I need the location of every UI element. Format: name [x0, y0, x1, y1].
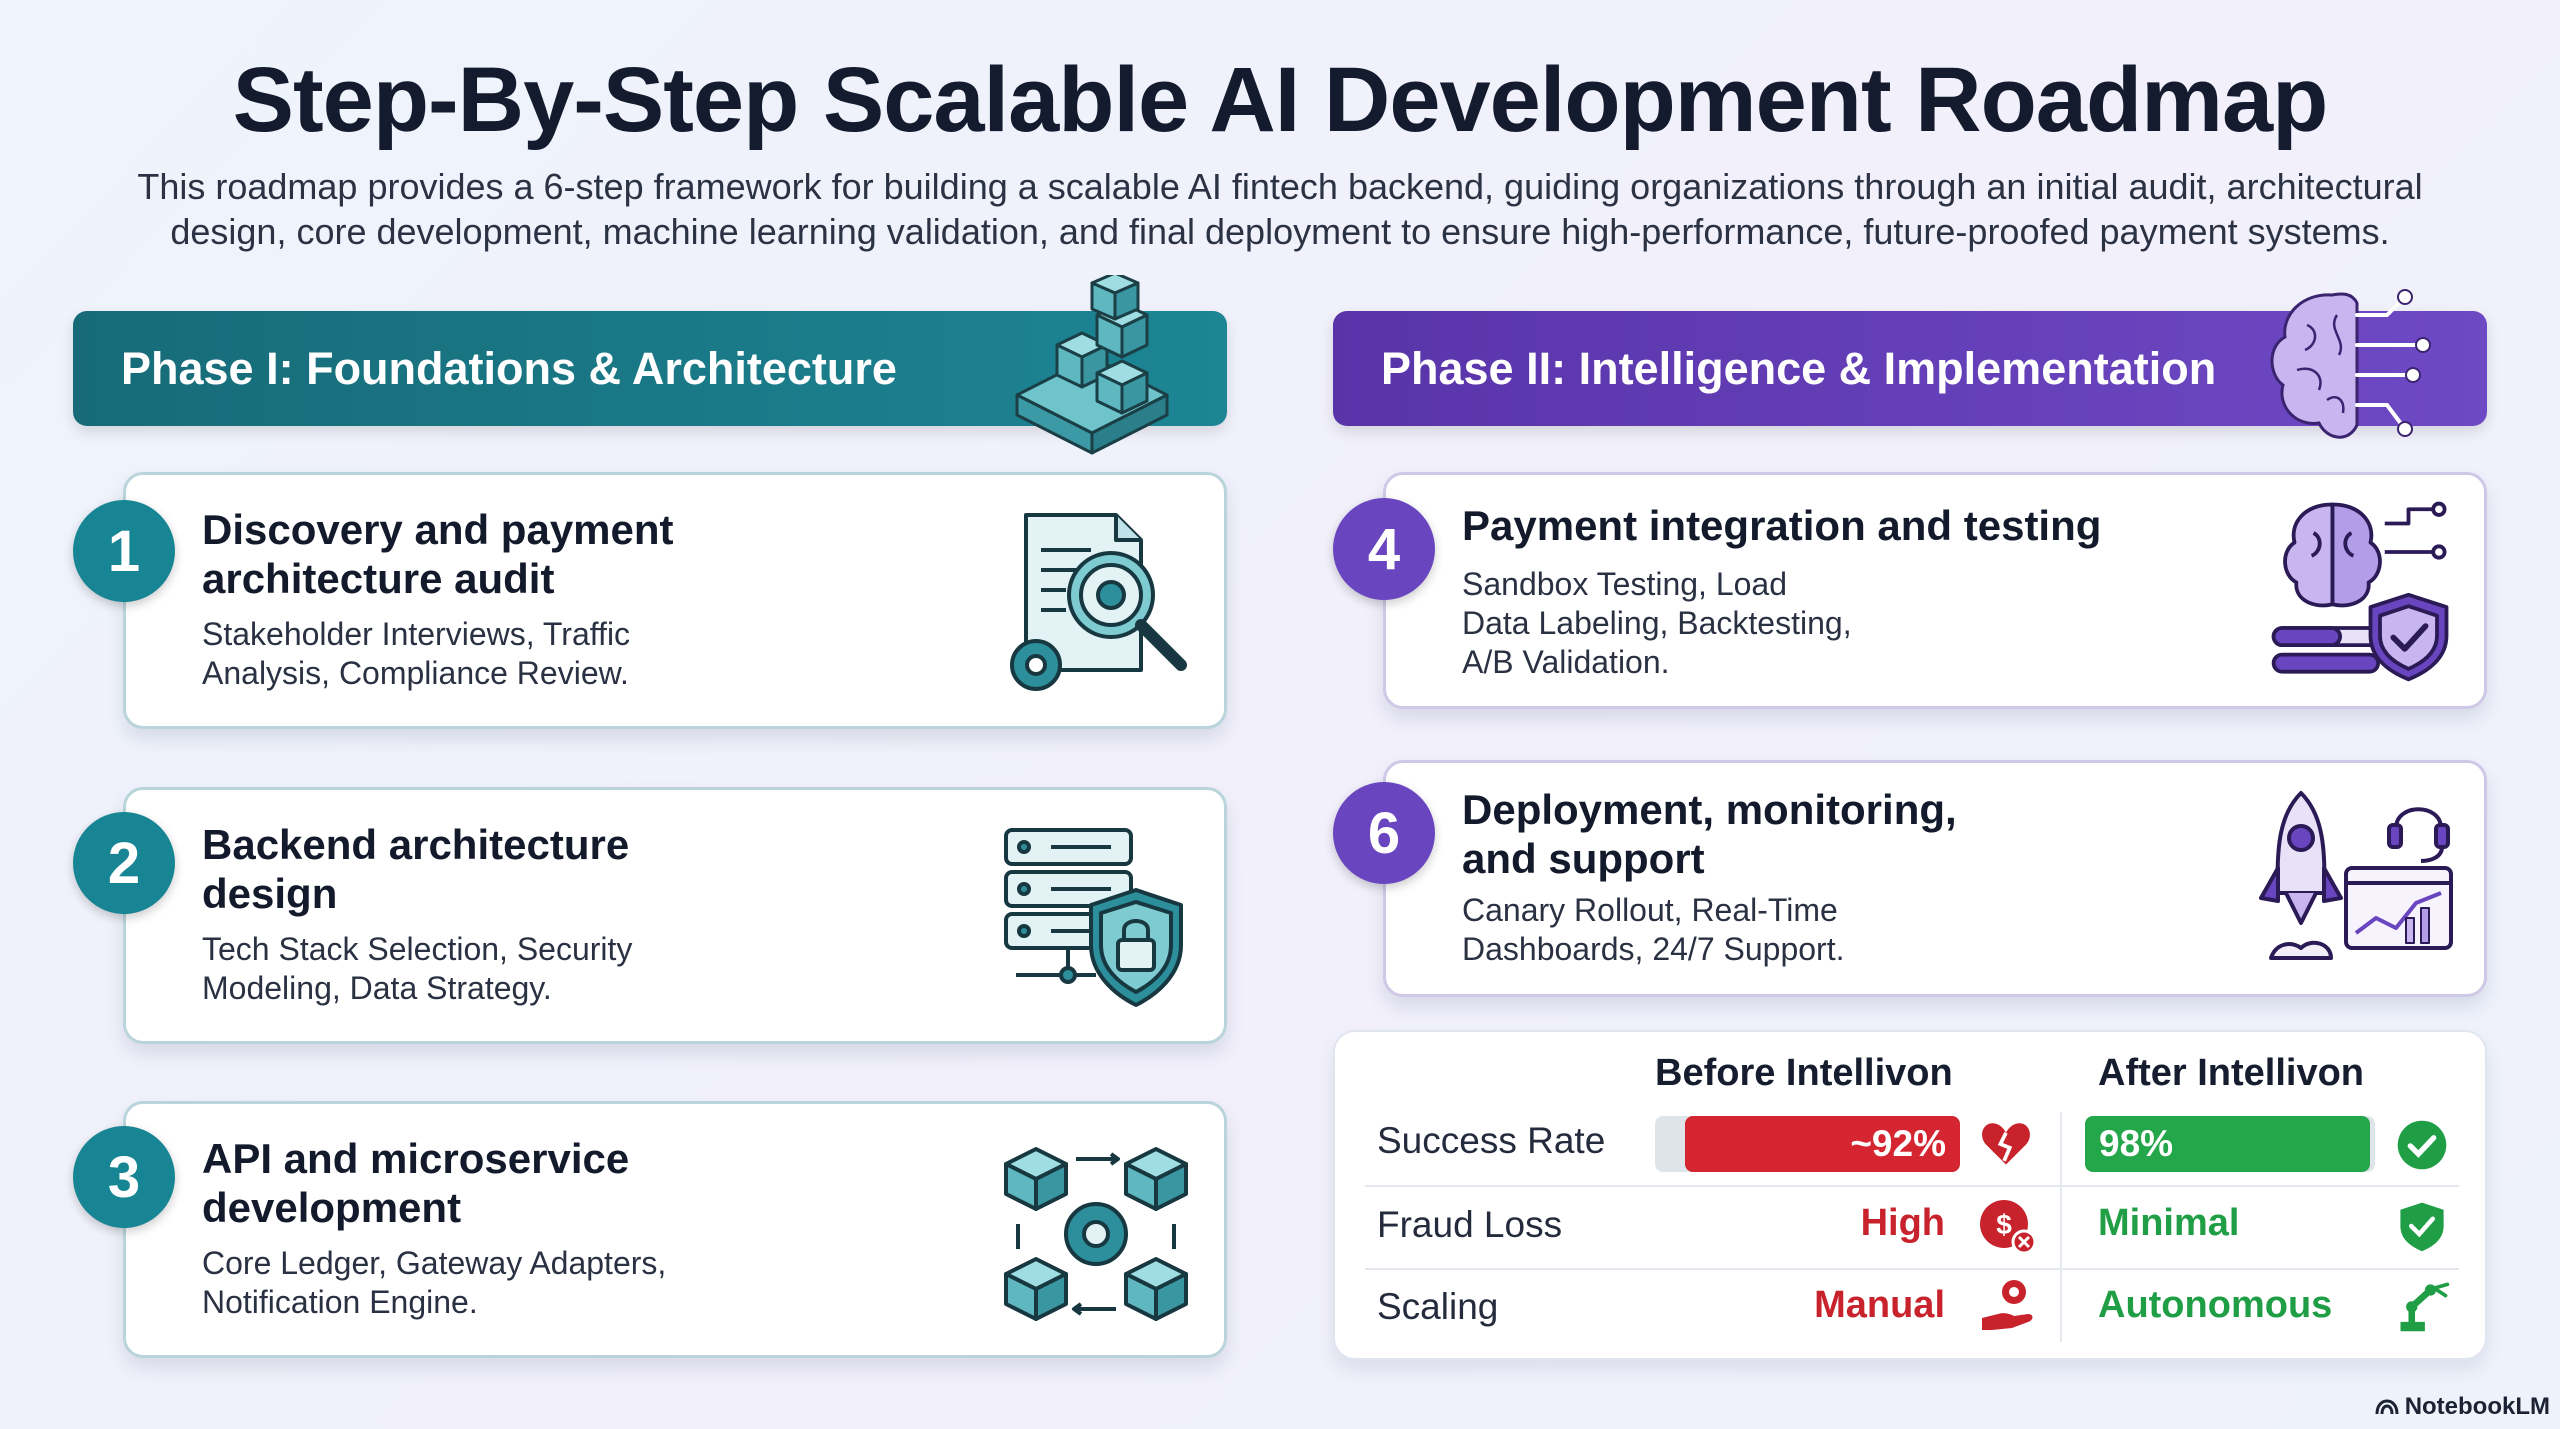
step-6-badge: 6 [1333, 782, 1435, 884]
row-scaling-label: Scaling [1377, 1286, 1499, 1327]
step-1-title-line-1: Discovery and payment [202, 506, 674, 553]
phase-1-label: Phase I: Foundations & Architecture [121, 342, 897, 394]
after-scaling-value: Autonomous [2098, 1284, 2333, 1326]
phase-2-label: Phase II: Intelligence & Implementation [1381, 342, 2217, 394]
step-3-desc-line-2: Notification Engine. [202, 1284, 478, 1320]
step-1-badge: 1 [73, 500, 175, 602]
before-scaling-value: Manual [1814, 1284, 1945, 1326]
after-header: After Intellivon [2098, 1052, 2365, 1094]
step-6-title-line-1: Deployment, monitoring, [1462, 786, 1957, 833]
dollar-x-icon: $ [1980, 1200, 2037, 1255]
shield-check-icon [2400, 1202, 2444, 1252]
step-2-title-line-2: design [202, 870, 338, 917]
step-4-desc-line-1: Sandbox Testing, Load [1462, 566, 1787, 602]
before-header: Before Intellivon [1655, 1052, 1953, 1094]
server-shield-lock-icon [1004, 828, 1183, 1007]
step-1-desc: Stakeholder Interviews, Traffic Analysis… [202, 615, 630, 693]
step-4-title: Payment integration and testing [1462, 501, 2101, 550]
step-3-desc: Core Ledger, Gateway Adapters, Notificat… [202, 1244, 666, 1322]
page-subtitle: This roadmap provides a 6-step framework… [137, 166, 2423, 252]
brand-watermark: NotebookLM [2375, 1393, 2550, 1421]
step-6-card: Deployment, monitoring, and support Cana… [1383, 760, 2487, 997]
svg-text:$: $ [1996, 1209, 2012, 1240]
phase-2-banner: Phase II: Intelligence & Implementation [1333, 289, 2487, 439]
before-fraud-value: High [1860, 1202, 1945, 1244]
after-success-value: 98% [2099, 1123, 2174, 1164]
step-1-title: Discovery and payment architecture audit [202, 505, 674, 603]
hand-gear-icon [1982, 1280, 2033, 1330]
row-success-rate-label: Success Rate [1377, 1120, 1606, 1161]
step-3-title: API and microservice development [202, 1134, 629, 1232]
row-divider-2 [1365, 1268, 2459, 1270]
comparison-table: Before Intellivon After Intellivon Succe… [1333, 1030, 2487, 1360]
step-4-badge: 4 [1333, 498, 1435, 600]
rocket-dashboard-headset-icon [2259, 791, 2453, 960]
page-title: Step-By-Step Scalable AI Development Roa… [232, 49, 2329, 151]
circuit-brain-icon [2270, 289, 2431, 439]
step-2-title: Backend architecture design [202, 820, 629, 918]
step-4-desc-line-3: A/B Validation. [1462, 644, 1670, 680]
microservice-cubes-gear-icon [1004, 1147, 1188, 1321]
step-2-title-line-1: Backend architecture [202, 821, 630, 868]
row-divider-1 [1365, 1185, 2459, 1187]
step-3-title-line-2: development [202, 1184, 462, 1231]
after-fraud-value: Minimal [2098, 1202, 2240, 1244]
check-circle-icon [2397, 1120, 2447, 1170]
step-4-desc-line-2: Data Labeling, Backtesting, [1462, 605, 1852, 641]
column-divider [2060, 1112, 2062, 1342]
step-6-title: Deployment, monitoring, and support [1462, 785, 1957, 883]
step-6-title-line-2: and support [1462, 835, 1705, 882]
broken-heart-icon [1982, 1123, 2030, 1165]
brain-shield-check-icon [2271, 501, 2449, 682]
step-4-desc: Sandbox Testing, Load Data Labeling, Bac… [1462, 565, 1852, 682]
cubes-platform-icon [1015, 275, 1169, 455]
step-4-card: Payment integration and testing Sandbox … [1383, 472, 2487, 709]
before-success-bar: ~92% [1685, 1116, 1960, 1172]
step-3-badge: 3 [73, 1126, 175, 1228]
step-1-desc-line-2: Analysis, Compliance Review. [202, 655, 629, 691]
document-magnifier-gear-icon [1010, 513, 1187, 691]
step-2-desc: Tech Stack Selection, Security Modeling,… [202, 930, 632, 1008]
step-6-desc: Canary Rollout, Real-Time Dashboards, 24… [1462, 891, 1844, 969]
step-1-card: Discovery and payment architecture audit… [123, 472, 1227, 729]
robot-arm-icon [2400, 1282, 2450, 1332]
step-3-desc-line-1: Core Ledger, Gateway Adapters, [202, 1245, 667, 1281]
step-2-card: Backend architecture design Tech Stack S… [123, 787, 1227, 1044]
step-1-desc-line-1: Stakeholder Interviews, Traffic [202, 616, 631, 652]
step-6-desc-line-1: Canary Rollout, Real-Time [1462, 892, 1838, 928]
notebook-logo-icon [2375, 1399, 2399, 1415]
step-3-card: API and microservice development Core Le… [123, 1101, 1227, 1358]
step-2-badge: 2 [73, 812, 175, 914]
step-2-desc-line-2: Modeling, Data Strategy. [202, 970, 552, 1006]
row-fraud-loss-label: Fraud Loss [1377, 1204, 1563, 1245]
step-4-title-line-1: Payment integration and testing [1462, 502, 2102, 549]
step-1-title-line-2: architecture audit [202, 555, 555, 602]
phase-1-banner: Phase I: Foundations & Architecture [73, 275, 1227, 455]
brand-label: NotebookLM [2404, 1393, 2550, 1420]
step-3-title-line-1: API and microservice [202, 1135, 630, 1182]
step-2-desc-line-1: Tech Stack Selection, Security [202, 931, 633, 967]
step-6-desc-line-2: Dashboards, 24/7 Support. [1462, 931, 1845, 967]
before-success-value: ~92% [1850, 1123, 1946, 1164]
after-success-bar: 98% [2085, 1116, 2370, 1172]
